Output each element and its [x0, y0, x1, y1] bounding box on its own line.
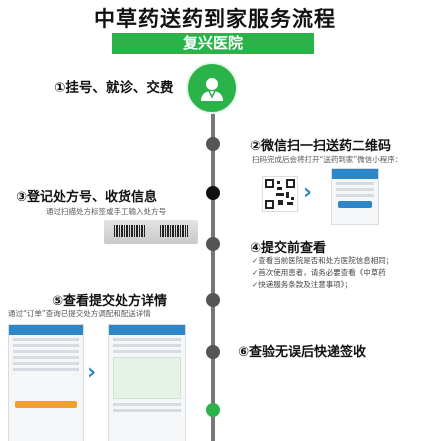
timeline-dot-2: [206, 137, 220, 151]
step-3-label: ③登记处方号、收货信息: [16, 190, 158, 205]
timeline-dot-4: [206, 237, 220, 251]
checklist-item: ✓快递服务条款及注意事项》；: [252, 280, 353, 289]
order-list-screenshot: [8, 324, 84, 441]
chevron-right-icon: ›: [303, 180, 313, 205]
timeline-dot-5: [206, 293, 220, 307]
barcode-icon: [160, 225, 188, 237]
timeline-dot-end: [206, 403, 220, 417]
barcode-icon: [114, 225, 146, 237]
step-4-checklist: ✓查看当前医院是否和处方医院信息相同； ✓首次使用患者，请务必要查看《中草药 ✓…: [252, 255, 427, 291]
checklist-item: ✓首次使用患者，请务必要查看《中草药: [252, 268, 386, 277]
timeline-dot-6: [206, 345, 220, 359]
doctor-avatar-icon: [186, 62, 238, 114]
step-4-label: ④提交前查看: [250, 241, 327, 256]
chevron-right-icon: ›: [87, 360, 97, 385]
step-1-label: ①挂号、就诊、交费: [54, 80, 174, 96]
page-title: 中草药送药到家服务流程: [94, 7, 336, 31]
step-5-label: ⑤查看提交处方详情: [52, 294, 168, 309]
checklist-item: ✓查看当前医院是否和处方医院信息相同；: [252, 256, 394, 265]
hospital-banner: 复兴医院: [112, 33, 314, 54]
timeline-dot-3: [206, 186, 220, 200]
mini-program-screenshot: [331, 168, 379, 225]
qr-code-image: [262, 176, 298, 212]
prescription-label-image: [104, 220, 198, 244]
timeline-line: [211, 96, 215, 441]
order-detail-screenshot: [108, 324, 186, 441]
step-5-description: 通过“订单”查询已提交处方调配和配送详情: [8, 309, 151, 318]
step-3-description: 通过扫描处方标签或手工输入处方号: [46, 207, 166, 216]
step-6-label: ⑥查验无误后快递签收: [238, 345, 367, 360]
step-2-description: 扫码完成后会将打开“送药到家”微信小程序：: [252, 155, 403, 164]
step-2-label: ②微信扫一扫送药二维码: [250, 139, 392, 154]
doctor-icon: [201, 78, 223, 101]
